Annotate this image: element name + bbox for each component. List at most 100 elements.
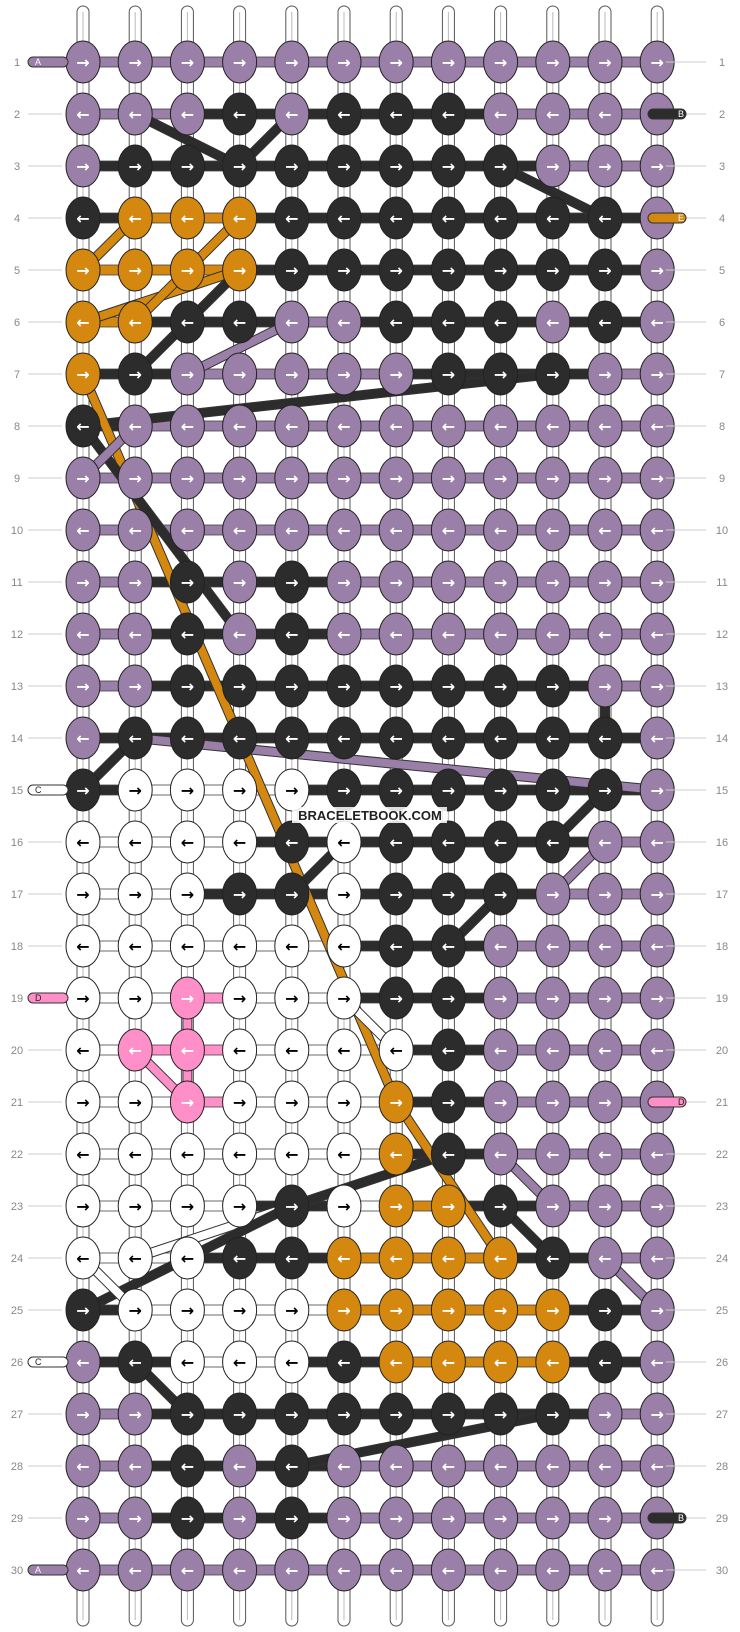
knot: ←: [65, 820, 101, 864]
arrow-right-icon: →: [598, 261, 611, 280]
knot-oval: [378, 404, 414, 448]
arrow-left-icon: ←: [181, 1249, 194, 1268]
row-number-left: 18: [11, 941, 23, 953]
knot: ←: [535, 1028, 571, 1072]
arrow-right-icon: →: [650, 1197, 663, 1216]
row-number-left: 15: [11, 785, 23, 797]
knot: →: [483, 1288, 519, 1332]
knot-oval: [326, 456, 362, 500]
knot: →: [430, 352, 466, 396]
knot-oval: [274, 144, 310, 188]
arrow-left-icon: ←: [76, 521, 89, 540]
knot: ←: [169, 716, 205, 760]
knot-oval: [587, 1184, 623, 1228]
arrow-right-icon: →: [128, 1093, 141, 1112]
arrow-left-icon: ←: [598, 937, 611, 956]
knot-oval: [222, 976, 258, 1020]
arrow-left-icon: ←: [181, 105, 194, 124]
knot: ←: [117, 1028, 153, 1072]
knot-oval: [378, 144, 414, 188]
arrow-left-icon: ←: [76, 729, 89, 748]
string-tag-label: D: [35, 993, 42, 1003]
knot: ←: [326, 1236, 362, 1280]
knot: ←: [274, 612, 310, 656]
knot: ←: [117, 1132, 153, 1176]
arrow-right-icon: →: [546, 365, 559, 384]
row-number-right: 22: [716, 1149, 728, 1161]
knot: →: [222, 768, 258, 812]
arrow-left-icon: ←: [285, 1041, 298, 1060]
row-number-left: 23: [11, 1201, 23, 1213]
knot-oval: [430, 924, 466, 968]
knot: ←: [483, 196, 519, 240]
row-number-left: 29: [11, 1513, 23, 1525]
knot-oval: [483, 352, 519, 396]
knot: ←: [587, 1236, 623, 1280]
knot-oval: [274, 92, 310, 136]
knot-oval: [117, 664, 153, 708]
knot-oval: [483, 300, 519, 344]
arrow-left-icon: ←: [337, 1145, 350, 1164]
knot: ←: [587, 196, 623, 240]
knot: →: [274, 1080, 310, 1124]
knot: ←: [65, 1444, 101, 1488]
arrow-right-icon: →: [76, 1405, 89, 1424]
knot: →: [65, 768, 101, 812]
knot: →: [639, 144, 675, 188]
knot-oval: [169, 1288, 205, 1332]
knot-oval: [274, 1340, 310, 1384]
arrow-right-icon: →: [494, 781, 507, 800]
arrow-left-icon: ←: [233, 521, 246, 540]
knot-oval: [222, 404, 258, 448]
arrow-right-icon: →: [598, 53, 611, 72]
arrow-right-icon: →: [442, 885, 455, 904]
knot: ←: [326, 612, 362, 656]
knot: →: [378, 248, 414, 292]
knot-oval: [169, 560, 205, 604]
knot: →: [430, 1288, 466, 1332]
arrow-right-icon: →: [494, 53, 507, 72]
knot: ←: [483, 508, 519, 552]
arrow-right-icon: →: [76, 53, 89, 72]
knot-oval: [483, 924, 519, 968]
knot-oval: [326, 300, 362, 344]
knot-oval: [587, 1444, 623, 1488]
arrow-left-icon: ←: [598, 833, 611, 852]
arrow-right-icon: →: [285, 1197, 298, 1216]
knot: ←: [430, 716, 466, 760]
arrow-left-icon: ←: [389, 105, 402, 124]
knot: →: [65, 664, 101, 708]
knot-oval: [430, 508, 466, 552]
knot: ←: [65, 196, 101, 240]
knot: →: [483, 1496, 519, 1540]
knot: →: [535, 1496, 571, 1540]
knot: ←: [274, 92, 310, 136]
arrow-left-icon: ←: [285, 1249, 298, 1268]
knot: ←: [535, 1132, 571, 1176]
arrow-right-icon: →: [650, 157, 663, 176]
arrow-left-icon: ←: [181, 625, 194, 644]
knot: ←: [326, 196, 362, 240]
arrow-right-icon: →: [650, 365, 663, 384]
knot: →: [483, 248, 519, 292]
knot-oval: [117, 1444, 153, 1488]
knot-oval: [378, 1184, 414, 1228]
arrow-right-icon: →: [442, 469, 455, 488]
arrow-left-icon: ←: [494, 1041, 507, 1060]
knot: ←: [378, 1028, 414, 1072]
arrow-left-icon: ←: [285, 1353, 298, 1372]
knot-oval: [274, 40, 310, 84]
knot: ←: [639, 612, 675, 656]
knot-oval: [378, 248, 414, 292]
knot-oval: [430, 92, 466, 136]
row-number-right: 12: [716, 629, 728, 641]
knot-oval: [169, 1132, 205, 1176]
knot: ←: [274, 404, 310, 448]
knot-oval: [222, 300, 258, 344]
arrow-right-icon: →: [598, 1093, 611, 1112]
knot: →: [169, 872, 205, 916]
knot: ←: [378, 1548, 414, 1592]
knot-oval: [378, 1340, 414, 1384]
diagonal-strand: [79, 370, 557, 430]
